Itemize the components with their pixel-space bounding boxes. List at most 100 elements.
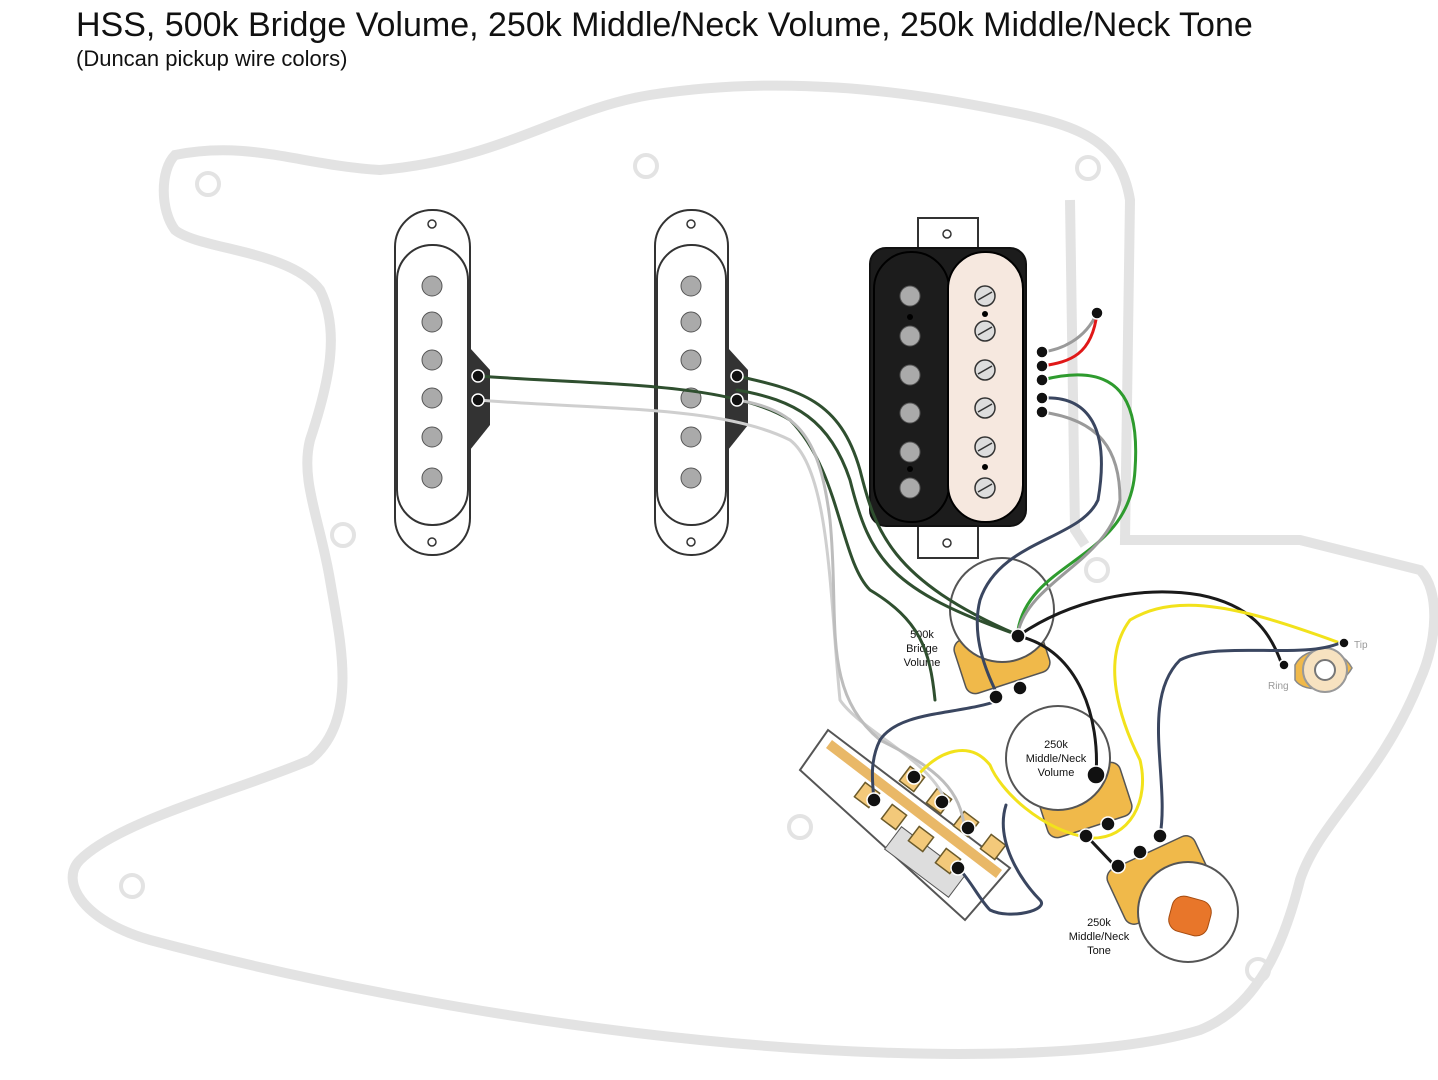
pickguard — [67, 80, 1438, 1059]
wire-hb-black — [975, 396, 1103, 702]
pole-piece-icon — [421, 426, 443, 448]
pole-piece-icon — [680, 349, 702, 371]
solder-point — [1035, 391, 1049, 405]
pot-label-line: Middle/Neck — [1069, 931, 1130, 943]
screw-slot — [977, 365, 993, 375]
tone-capacitor — [1168, 895, 1212, 937]
wire-neck-hot — [476, 374, 937, 702]
wire-jack-sleeve — [1016, 590, 1284, 667]
pot-body — [949, 557, 1055, 663]
pole-piece-icon — [680, 275, 702, 297]
mount-screw-icon — [427, 537, 437, 547]
wire-hb-gray — [1016, 410, 1122, 634]
wire-ground-bridge — [870, 698, 1002, 802]
solder-point — [1086, 765, 1106, 785]
pole-dot-icon — [907, 314, 913, 320]
mount-screw-icon — [686, 219, 696, 229]
mount-screw-icon — [686, 537, 696, 547]
solder-point — [1010, 628, 1026, 644]
pot-label-line: Volume — [904, 657, 941, 669]
screw-hole-icon — [1245, 957, 1271, 983]
pole-dot-icon — [907, 466, 913, 472]
middle-neck-tone-pot: 250k Middle/Neck Tone — [1069, 835, 1239, 963]
solder-point — [1278, 659, 1290, 671]
diagram-title: HSS, 500k Bridge Volume, 250k Middle/Nec… — [76, 6, 1253, 44]
pole-dot-icon — [982, 311, 988, 317]
pot-body — [1005, 705, 1111, 811]
pole-piece-icon — [899, 285, 921, 307]
diagram-subtitle: (Duncan pickup wire colors) — [76, 46, 348, 71]
solder-point — [906, 769, 922, 785]
wire-switch-ground — [958, 803, 1044, 916]
solder-point — [1132, 844, 1148, 860]
mount-screw-icon — [942, 538, 952, 548]
screw-hole-icon — [119, 873, 145, 899]
pot-label-line: Tone — [1087, 945, 1111, 957]
wire-jack-tip — [1088, 603, 1342, 840]
pot-label-line: Bridge — [906, 643, 938, 655]
pot-label-line: Middle/Neck — [1026, 753, 1087, 765]
solder-point — [988, 689, 1004, 705]
screw-slot — [977, 291, 993, 301]
middle-single-coil-pickup — [654, 209, 748, 556]
mount-screw-icon — [427, 219, 437, 229]
mount-screw-icon — [942, 229, 952, 239]
solder-point — [1035, 405, 1049, 419]
solder-point — [1078, 828, 1094, 844]
wire-hb-green — [1016, 373, 1138, 632]
bridge-humbucker-pickup — [869, 217, 1027, 559]
solder-point — [471, 369, 485, 383]
pickup-cover — [396, 244, 469, 526]
switch-plate — [798, 728, 1012, 922]
solder-point — [1110, 858, 1126, 874]
screw-hole-icon — [633, 153, 659, 179]
solder-point — [934, 794, 950, 810]
switch-lug — [979, 833, 1007, 861]
screw-hole-icon — [1084, 557, 1110, 583]
solder-point — [1100, 816, 1116, 832]
solder-point — [1152, 828, 1168, 844]
neck-single-coil-pickup — [394, 209, 490, 556]
screw-hole-icon — [787, 814, 813, 840]
pole-piece-icon — [421, 311, 443, 333]
middle-neck-volume-pot: 250k Middle/Neck Volume — [1005, 705, 1133, 839]
jack-hole — [1314, 659, 1336, 681]
solder-point — [950, 860, 966, 876]
switch-lug — [907, 825, 935, 853]
wire-hb-red — [1040, 311, 1099, 368]
screw-slot — [977, 483, 993, 493]
screw-slot — [977, 442, 993, 452]
wire-middle-ground — [735, 398, 967, 832]
pickup-cover — [656, 244, 727, 526]
jack-tip-label: Tip — [1354, 640, 1368, 651]
screw-hole-icon — [330, 522, 356, 548]
solder-point — [1012, 680, 1028, 696]
screw-hole-icon — [1075, 155, 1101, 181]
pole-piece-icon — [421, 387, 443, 409]
pole-piece-icon — [899, 364, 921, 386]
switch-lug — [880, 803, 908, 831]
pickguard-outline — [67, 80, 1438, 1059]
screw-hole-icon — [195, 171, 221, 197]
wire-vol-link — [1016, 634, 1098, 777]
pot-label-line: 250k — [1044, 739, 1068, 751]
solder-point — [1338, 637, 1350, 649]
wire-middle-hot — [735, 374, 1020, 637]
pot-label-line: 250k — [1087, 917, 1111, 929]
wire-neck-ground — [476, 398, 947, 802]
pole-piece-icon — [899, 441, 921, 463]
wire-middle-hot-2 — [735, 388, 1020, 637]
solder-point — [471, 393, 485, 407]
pickguard-cutout — [1065, 199, 1090, 548]
solder-point — [1035, 373, 1049, 387]
solder-point — [730, 369, 744, 383]
solder-point — [866, 792, 882, 808]
pole-piece-icon — [421, 275, 443, 297]
pole-piece-icon — [680, 311, 702, 333]
solder-point — [960, 820, 976, 836]
screw-slot — [977, 403, 993, 413]
wire-switch-out — [916, 749, 1092, 840]
jack-ring-label: Ring — [1268, 681, 1289, 692]
solder-point — [1035, 359, 1049, 373]
